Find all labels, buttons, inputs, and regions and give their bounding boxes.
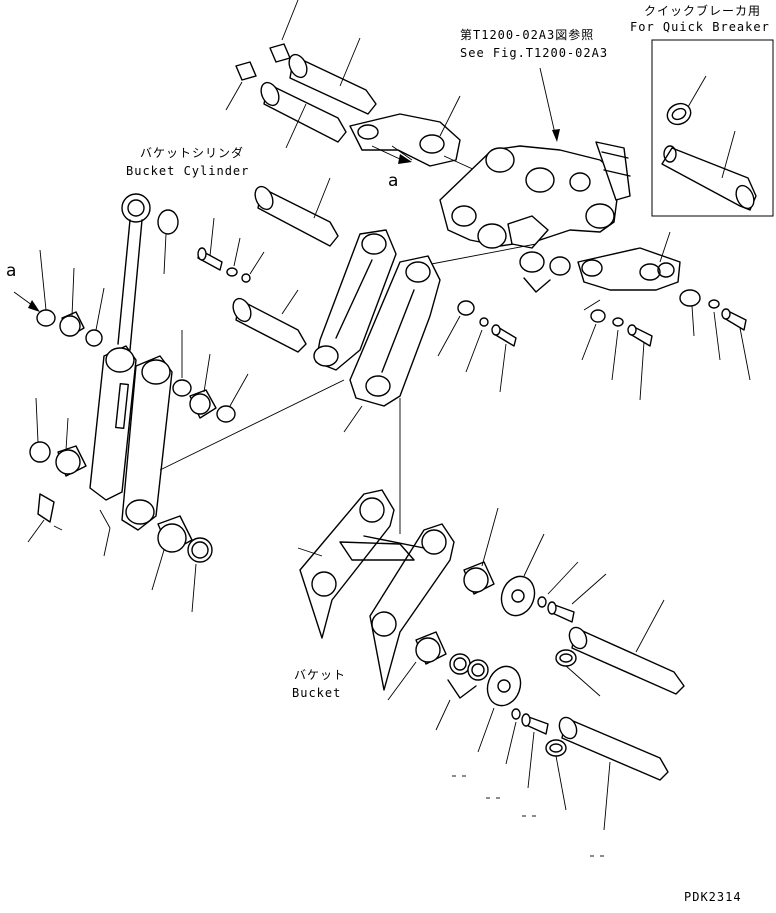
marker-a-top: a — [388, 171, 399, 191]
reference-arrow — [539, 67, 560, 142]
grease-fitting-left — [27, 493, 63, 543]
bushing-mid-3 — [216, 373, 249, 423]
quick-breaker-box — [651, 39, 774, 217]
lock-washer-center — [465, 317, 489, 373]
quick-breaker-label-en: For Quick Breaker — [630, 20, 770, 34]
arm-assembly — [399, 141, 631, 293]
bushing-left-4 — [29, 397, 51, 463]
pin-bucket-2 — [558, 716, 669, 831]
quick-breaker-ring — [666, 75, 707, 126]
quick-breaker-pin — [661, 130, 757, 211]
washer-right-1 — [581, 309, 606, 361]
plate-disc-right — [679, 289, 701, 337]
pin-top-1 — [288, 37, 377, 115]
ref-fig-label-jp: 第T1200-02A3図参照 — [460, 28, 595, 42]
marker-a-arrow-left — [13, 291, 40, 312]
bolt-bucket-2 — [521, 713, 549, 789]
leader-dashes — [452, 775, 604, 857]
drawing-code: PDK2314 — [684, 890, 742, 904]
washer-bucket-2 — [505, 708, 521, 765]
bushing-left-5 — [55, 417, 87, 477]
bushing-mid-1 — [172, 330, 192, 397]
bushing-lower-2 — [187, 537, 213, 613]
bucket-label-en: Bucket — [292, 686, 342, 700]
pin-bucket-1 — [568, 599, 685, 695]
link-left — [89, 345, 345, 557]
bolt-bucket-1 — [547, 573, 607, 623]
bushing-mid-2 — [189, 353, 217, 419]
seal-bucket-1 — [449, 653, 471, 675]
shim-disc-bucket-2 — [477, 665, 522, 753]
bucket-cylinder-end — [117, 193, 179, 351]
washer-right-3 — [708, 299, 721, 361]
ring-bucket-1 — [555, 649, 601, 697]
quick-breaker-label-jp: クイックブレーカ用 — [644, 4, 762, 18]
bushing-left-3 — [85, 287, 105, 347]
bucket-bracket — [297, 398, 455, 691]
bushing-lower-1 — [151, 515, 193, 591]
bolt-mid — [197, 217, 223, 271]
marker-a-left: a — [6, 261, 17, 281]
pin-mid — [232, 289, 307, 353]
bushing-bucket-1 — [463, 507, 499, 595]
bucket-cylinder-label-en: Bucket Cylinder — [126, 164, 250, 178]
marker-a-arrow-top — [391, 145, 413, 161]
bucket-cylinder-label-jp: バケットシリンダ — [140, 146, 245, 160]
link-plate-upper — [349, 95, 511, 187]
bushing-left-1 — [36, 249, 56, 327]
ref-fig-label-en: See Fig.T1200-02A3 — [460, 46, 609, 60]
bushing-left-2 — [59, 267, 85, 337]
link-plate-right — [577, 231, 681, 311]
bucket-label-jp: バケット — [294, 668, 347, 682]
central-link — [313, 229, 441, 433]
bolt-center — [491, 324, 517, 393]
pin-bucket-cylinder — [254, 177, 339, 247]
washer-mid-2 — [241, 251, 265, 283]
bolt-right-1 — [627, 324, 653, 401]
shim-disc-bucket-1 — [500, 533, 545, 617]
ring-bucket-2 — [545, 739, 567, 811]
washer-mid-1 — [226, 237, 241, 277]
seal-bucket-2 — [435, 659, 489, 731]
washer-center — [437, 300, 475, 357]
bushing-bucket-2 — [387, 631, 447, 701]
washer-right-2 — [611, 317, 624, 381]
washer-bucket-1 — [537, 561, 579, 608]
grease-fitting-top-1 — [269, 0, 299, 63]
bolt-right-2 — [721, 308, 751, 381]
grease-fitting-top-2 — [225, 61, 257, 111]
pin-top-2 — [260, 81, 347, 149]
